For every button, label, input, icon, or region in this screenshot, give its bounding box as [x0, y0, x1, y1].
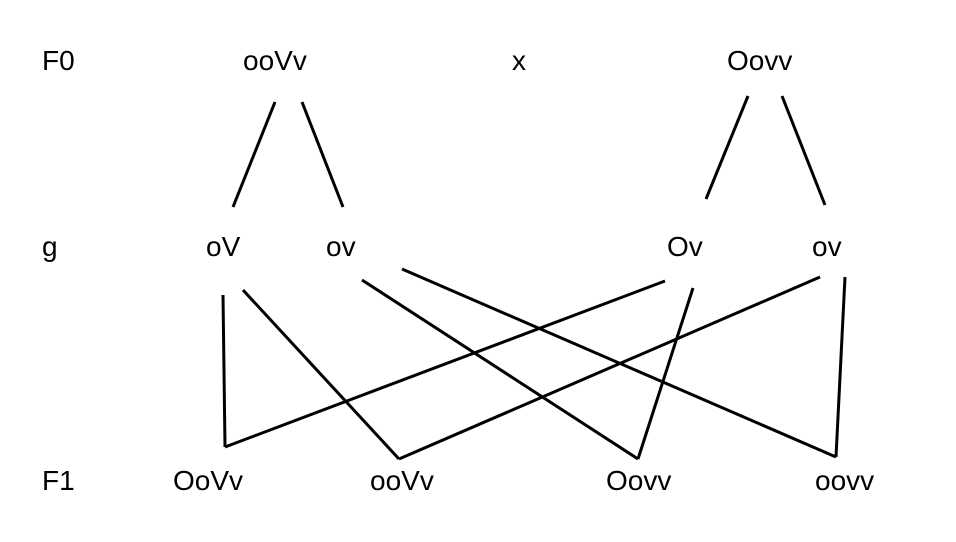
line-Ov-to-Oovv: [636, 287, 695, 460]
line-ov-right-to-ooVv: [398, 275, 821, 461]
offspring-3: Oovv: [606, 465, 672, 496]
line-ov-right-to-oovv: [834, 276, 847, 458]
cross-symbol: x: [512, 45, 526, 76]
line-oV-to-ooVv: [241, 288, 401, 461]
row-label-f1: F1: [42, 465, 75, 496]
line-parent-left-to-gamete-oV: [231, 101, 277, 208]
offspring-1: OoVv: [173, 465, 244, 496]
line-parent-right-to-gamete-Ov: [704, 95, 750, 200]
gamete-right-2: ov: [812, 231, 842, 262]
row-label-f0: F0: [42, 45, 75, 76]
offspring-2: ooVv: [370, 465, 434, 496]
offspring-4: oovv: [815, 465, 875, 496]
parent-left-genotype: ooVv: [243, 45, 307, 76]
gamete-left-2: ov: [326, 231, 356, 262]
gamete-right-1: Ov: [667, 231, 703, 262]
row-label-g: g: [42, 231, 58, 262]
line-parent-left-to-gamete-ov: [300, 101, 345, 208]
line-Ov-to-OoVv: [224, 279, 666, 449]
line-oV-to-OoVv: [221, 294, 227, 448]
gamete-left-1: oV: [206, 231, 241, 262]
line-ov-to-Oovv: [361, 278, 639, 461]
parent-right-genotype: Oovv: [727, 45, 793, 76]
line-parent-right-to-gamete-ov: [780, 95, 827, 206]
